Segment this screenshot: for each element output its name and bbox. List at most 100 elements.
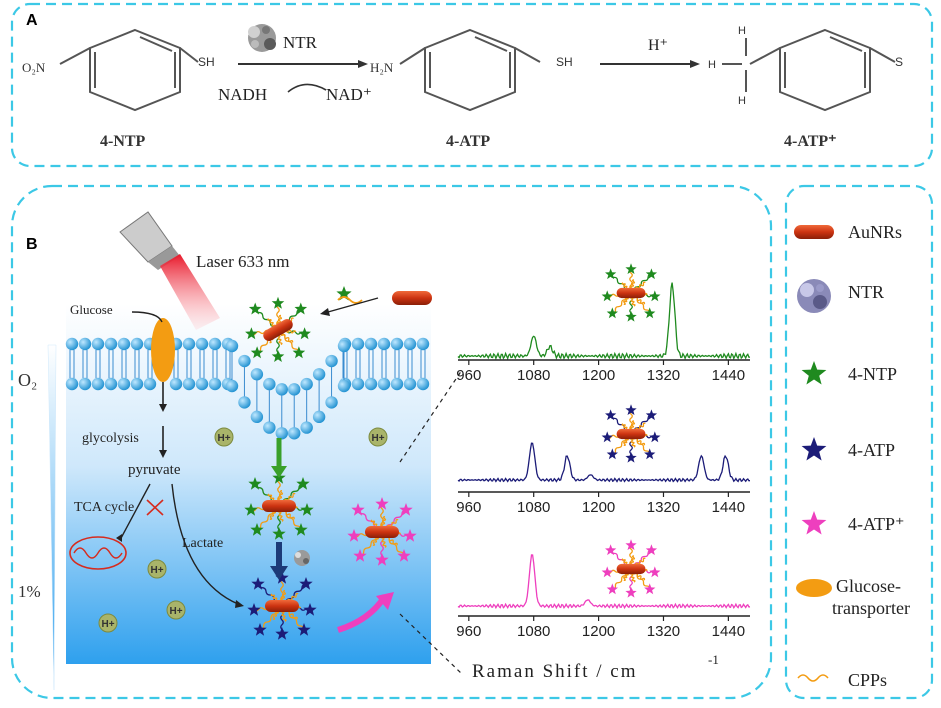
green-star-icon (801, 361, 827, 385)
spectrum-line-2 (457, 442, 750, 483)
star-icon (605, 268, 617, 280)
star-icon (645, 268, 658, 280)
star-icon (244, 503, 258, 516)
ntp-name: 4-NTP (100, 133, 146, 150)
lipid-head (238, 396, 251, 409)
lipid-head (275, 427, 288, 440)
star-icon (247, 603, 261, 616)
tca-label: TCA cycle (74, 500, 134, 515)
mitochondrion-icon (69, 536, 127, 570)
enzyme-icon (797, 279, 831, 313)
star-icon (606, 583, 618, 595)
spectrum-probe-1 (601, 263, 661, 322)
legend-item-glucose-transporter: Glucose-transporter (796, 576, 910, 618)
star-icon (649, 566, 661, 578)
gold-nanorod (263, 319, 293, 341)
lipid-head (117, 377, 131, 391)
tick-label: 1080 (517, 499, 550, 516)
lipid-head (182, 337, 196, 351)
cpp-strand (277, 509, 284, 522)
cpp-strand (280, 589, 287, 603)
star-icon (347, 529, 361, 542)
star-icon (351, 503, 365, 516)
gold-nanorod (265, 600, 299, 612)
ntp-left-group: O₂N (22, 60, 46, 75)
nanoprobes (244, 286, 432, 640)
star-icon (245, 327, 258, 340)
lipid-head (195, 377, 209, 391)
star-icon (250, 523, 264, 536)
star-icon (625, 586, 637, 598)
cpp-strand (629, 437, 636, 448)
o2-label: O₂ (18, 370, 37, 390)
tick-label: 1440 (712, 499, 745, 516)
atp-plus-h-top: H (738, 25, 746, 37)
lipid-head (337, 379, 351, 393)
tick-label: 960 (456, 499, 481, 516)
proton-icon: H+ (98, 613, 118, 633)
panel-b-label: B (26, 236, 38, 253)
panel-a-label: A (26, 12, 38, 29)
gold-nanorod (616, 428, 646, 440)
nadh-label: NADH (218, 85, 267, 104)
legend: AuNRsNTR4-NTP4-ATP4-ATP⁺Glucose-transpor… (794, 222, 910, 690)
legend-item-4-ntp: 4-NTP (801, 361, 897, 385)
proton-label: H+ (217, 433, 230, 444)
star-icon (294, 523, 308, 536)
legend-item-aunrs: AuNRs (794, 222, 902, 242)
proton-icon: H+ (214, 427, 234, 447)
star-icon (397, 549, 411, 562)
incoming-probe (320, 296, 379, 316)
star-icon (297, 623, 311, 636)
star-icon (606, 448, 618, 460)
lipid-head (104, 377, 118, 391)
star-icon (275, 627, 289, 640)
gold-nanorod (616, 287, 646, 299)
glucose-label: Glucose (70, 302, 113, 317)
free-nanorod (392, 291, 432, 305)
lipid-head (263, 377, 276, 391)
proton-icon: H+ (368, 427, 388, 447)
star-icon (353, 549, 367, 562)
cpp-strand (380, 515, 387, 529)
ntp-right-group: SH (198, 55, 215, 69)
star-icon (601, 431, 613, 443)
lipid-head (65, 377, 79, 391)
probe-4-atp-inside (247, 571, 317, 640)
lipid-head (78, 377, 92, 391)
star-icon (275, 571, 289, 584)
proton-icon: H+ (166, 600, 186, 620)
cpp-strand (629, 296, 636, 307)
legend-label: AuNRs (848, 222, 902, 242)
lipid-head (250, 410, 264, 424)
star-icon (605, 409, 617, 421)
enzyme-label: NTR (283, 33, 318, 52)
atp-plus-h-left: H (708, 59, 716, 71)
lipid-head (195, 337, 209, 351)
tick-label: 1200 (582, 623, 615, 640)
star-icon (253, 623, 267, 636)
cpp-strand (280, 333, 294, 343)
lipid-head (300, 421, 313, 434)
lipid-head (65, 337, 79, 351)
lipid-head (208, 377, 222, 391)
star-icon (375, 553, 389, 566)
cpp-strand (280, 609, 287, 622)
cpp-strand (380, 535, 387, 548)
tick-label: 1320 (647, 499, 680, 516)
lipid-head (337, 339, 351, 353)
legend-item-4-atp-: 4-ATP⁺ (801, 511, 905, 535)
cpp-strand (629, 572, 636, 583)
lipid-head (364, 337, 378, 351)
star-icon (644, 307, 656, 319)
molecule-4-atp (399, 28, 541, 112)
star-icon (606, 307, 618, 319)
lipid-head (325, 396, 338, 409)
spectrum-probe-3 (601, 539, 661, 598)
probe-4-ntp-membrane (245, 296, 311, 362)
legend-label: 4-ATP⁺ (848, 514, 905, 534)
cpp-icon (797, 674, 829, 682)
star-icon (375, 497, 389, 510)
